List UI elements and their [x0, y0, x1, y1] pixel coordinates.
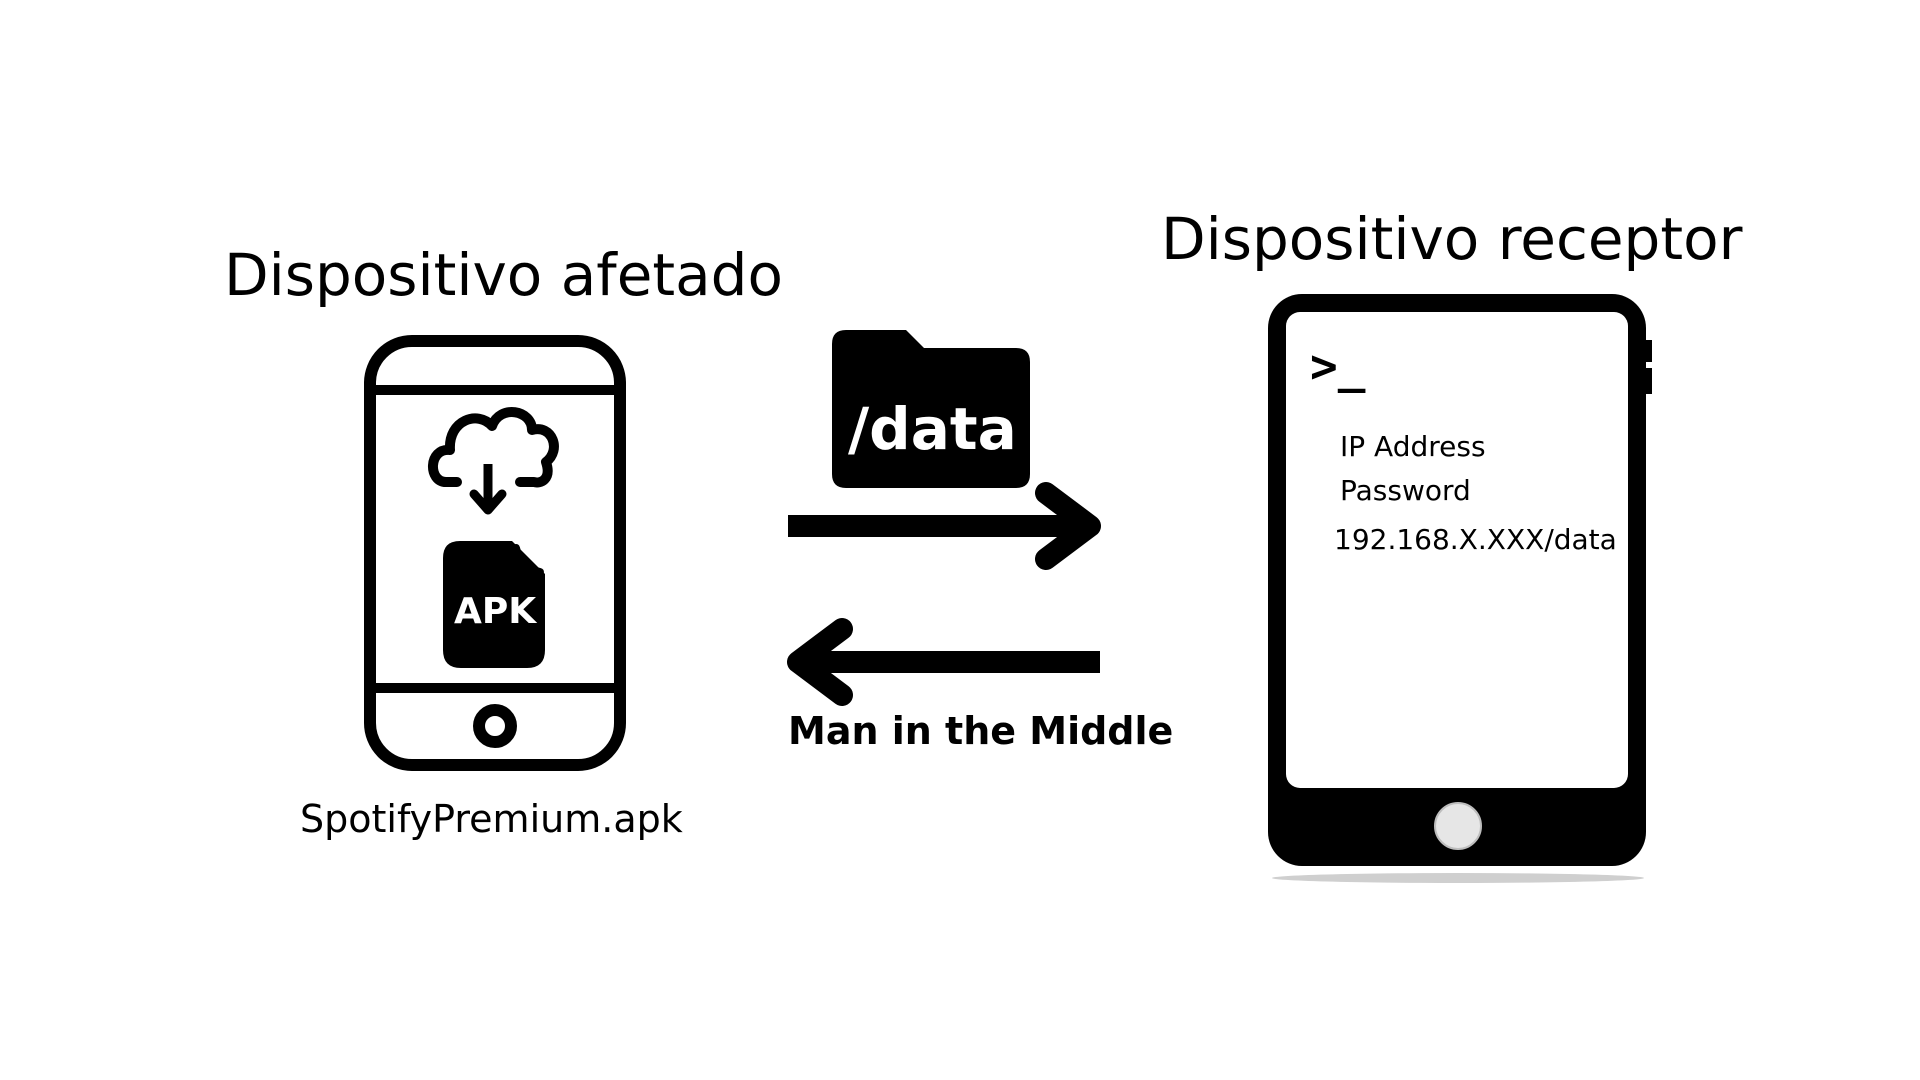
- password-label: Password: [1340, 474, 1471, 507]
- cloud-download-icon: [428, 407, 559, 515]
- ip-address-label: IP Address: [1340, 430, 1486, 463]
- attack-label: Man in the Middle: [788, 709, 1174, 753]
- right-device-title: Dispositivo receptor: [1161, 205, 1743, 273]
- home-button-icon: [473, 704, 517, 748]
- folder-icon: [832, 330, 1030, 488]
- side-button-icon: [1644, 368, 1652, 394]
- tablet-screen: [1286, 312, 1628, 788]
- apk-file-icon: [443, 541, 545, 668]
- smartphone-icon: [364, 335, 626, 771]
- terminal-prompt-icon: >_: [1310, 339, 1366, 393]
- arrow-left-icon: [787, 618, 1100, 706]
- tablet-home-button-icon: [1434, 802, 1482, 850]
- apk-file-name: SpotifyPremium.apk: [300, 797, 683, 841]
- address-label: 192.168.X.XXX/data: [1334, 523, 1617, 556]
- side-button-icon: [1644, 340, 1652, 362]
- left-device-title: Dispositivo afetado: [224, 241, 783, 309]
- folder-label: /data: [848, 395, 1017, 463]
- apk-badge-label: APK: [454, 591, 537, 632]
- tablet-shadow: [1272, 873, 1644, 883]
- tablet-icon: [1268, 294, 1652, 883]
- arrow-right-icon: [788, 482, 1101, 570]
